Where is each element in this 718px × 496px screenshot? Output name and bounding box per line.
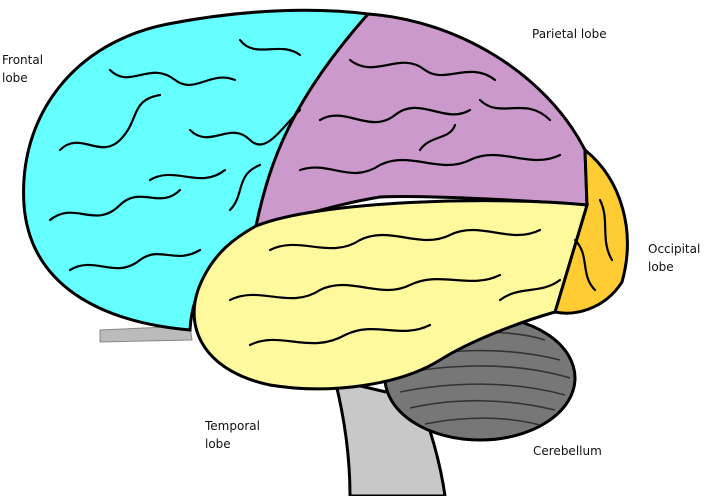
occipital-label-line2: lobe (648, 260, 674, 274)
cerebellum-label: Cerebellum (533, 444, 602, 458)
frontal-label-line1: Frontal (2, 53, 44, 67)
parietal-lobe (254, 12, 589, 228)
brain-gyri (48, 38, 614, 347)
occipital-lobe (553, 146, 629, 315)
occipital-label-line1: Occipital (648, 242, 701, 256)
frontal-label-line2: lobe (2, 71, 28, 85)
temporal-lobe-label: Temporal lobe (205, 417, 260, 453)
temporal-label-line1: Temporal (205, 419, 260, 433)
temporal-label-line2: lobe (205, 437, 231, 451)
occipital-lobe-label: Occipital lobe (648, 240, 700, 276)
frontal-lobe-label: Frontal lobe (2, 51, 43, 87)
parietal-lobe-label: Parietal lobe (532, 27, 607, 41)
